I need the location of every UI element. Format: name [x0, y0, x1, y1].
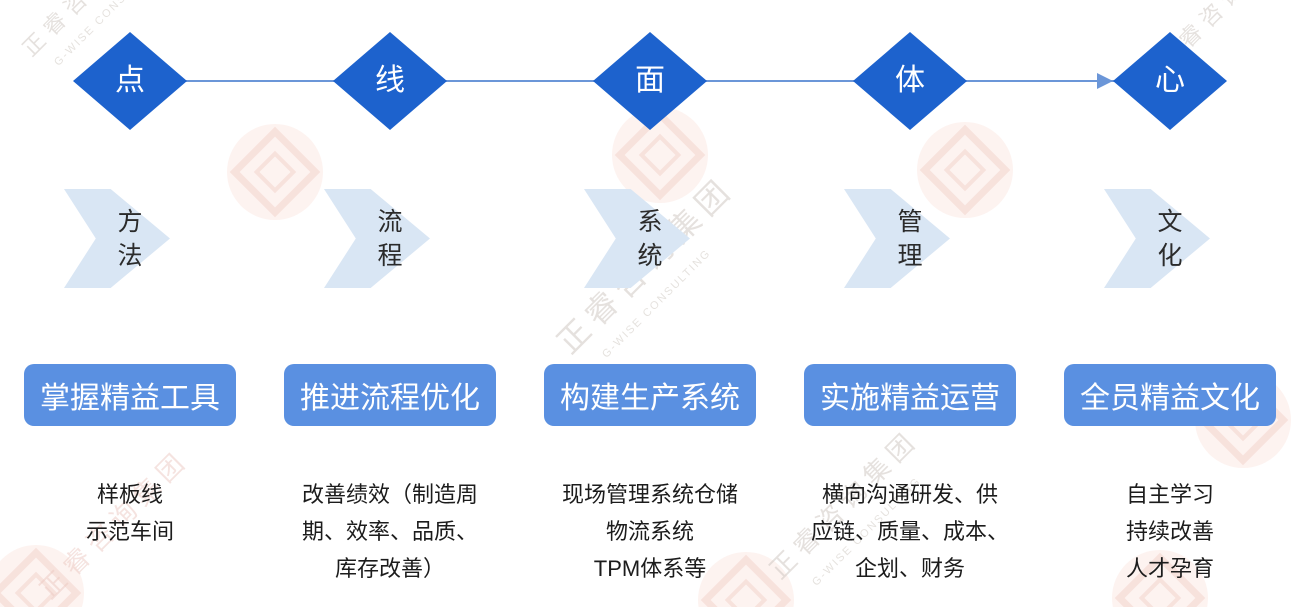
stage-diamond-label: 点 — [115, 64, 145, 97]
stage-title-bar: 构建生产系统 — [544, 364, 756, 426]
stage-diamond-dot: 点 — [73, 32, 187, 130]
stage-description: 样板线 示范车间 — [85, 482, 174, 544]
stage-description: 现场管理系统仓储 物流系统 TPM体系等 — [561, 482, 738, 581]
title-bar-row: 掌握精益工具 推进流程优化 构建生产系统 实施精益运营 全员精益文化 — [0, 364, 1300, 426]
chevron-label: 文 化 — [1157, 207, 1183, 270]
stage-diamond-surface: 面 — [593, 32, 707, 130]
stage-diamond-label: 体 — [895, 64, 925, 97]
stage-title-bar: 推进流程优化 — [284, 364, 496, 426]
stage-diamond-label: 面 — [635, 64, 665, 97]
chevron-cell: 系 统 — [520, 189, 780, 288]
chevron-cell: 文 化 — [1040, 189, 1300, 288]
stage-description: 横向沟通研发、供 应链、质量、成本、 企划、财务 — [810, 482, 1009, 581]
stage-title-bar: 掌握精益工具 — [24, 364, 236, 426]
chevron-cell: 流 程 — [260, 189, 520, 288]
chevron-row: 方 法 流 程 系 统 管 理 文 化 — [0, 189, 1300, 288]
chevron-label: 流 程 — [377, 207, 403, 270]
stage-description: 改善绩效（制造周 期、效率、品质、 库存改善） — [301, 482, 478, 581]
chevron-label: 方 法 — [117, 207, 143, 270]
description-row: 样板线 示范车间 改善绩效（制造周 期、效率、品质、 库存改善） 现场管理系统仓… — [0, 476, 1300, 587]
chevron-label: 系 统 — [637, 207, 663, 270]
stage-diamond-body: 体 — [853, 32, 967, 130]
chevron-cell: 方 法 — [0, 189, 260, 288]
flow-arrowhead-icon — [1097, 73, 1113, 89]
stage-diamond-row: 点 线 面 体 心 — [0, 32, 1300, 130]
stage-title-bar: 全员精益文化 — [1064, 364, 1276, 426]
stage-description: 自主学习 持续改善 人才孕育 — [1125, 482, 1214, 581]
stage-title-bar: 实施精益运营 — [804, 364, 1016, 426]
stage-diamond-label: 线 — [375, 64, 405, 97]
stage-diamond-heart: 心 — [1113, 32, 1227, 130]
stage-diamond-label: 心 — [1155, 64, 1185, 97]
chevron-label: 管 理 — [897, 207, 923, 270]
stage-diamond-line: 线 — [333, 32, 447, 130]
chevron-cell: 管 理 — [780, 189, 1040, 288]
